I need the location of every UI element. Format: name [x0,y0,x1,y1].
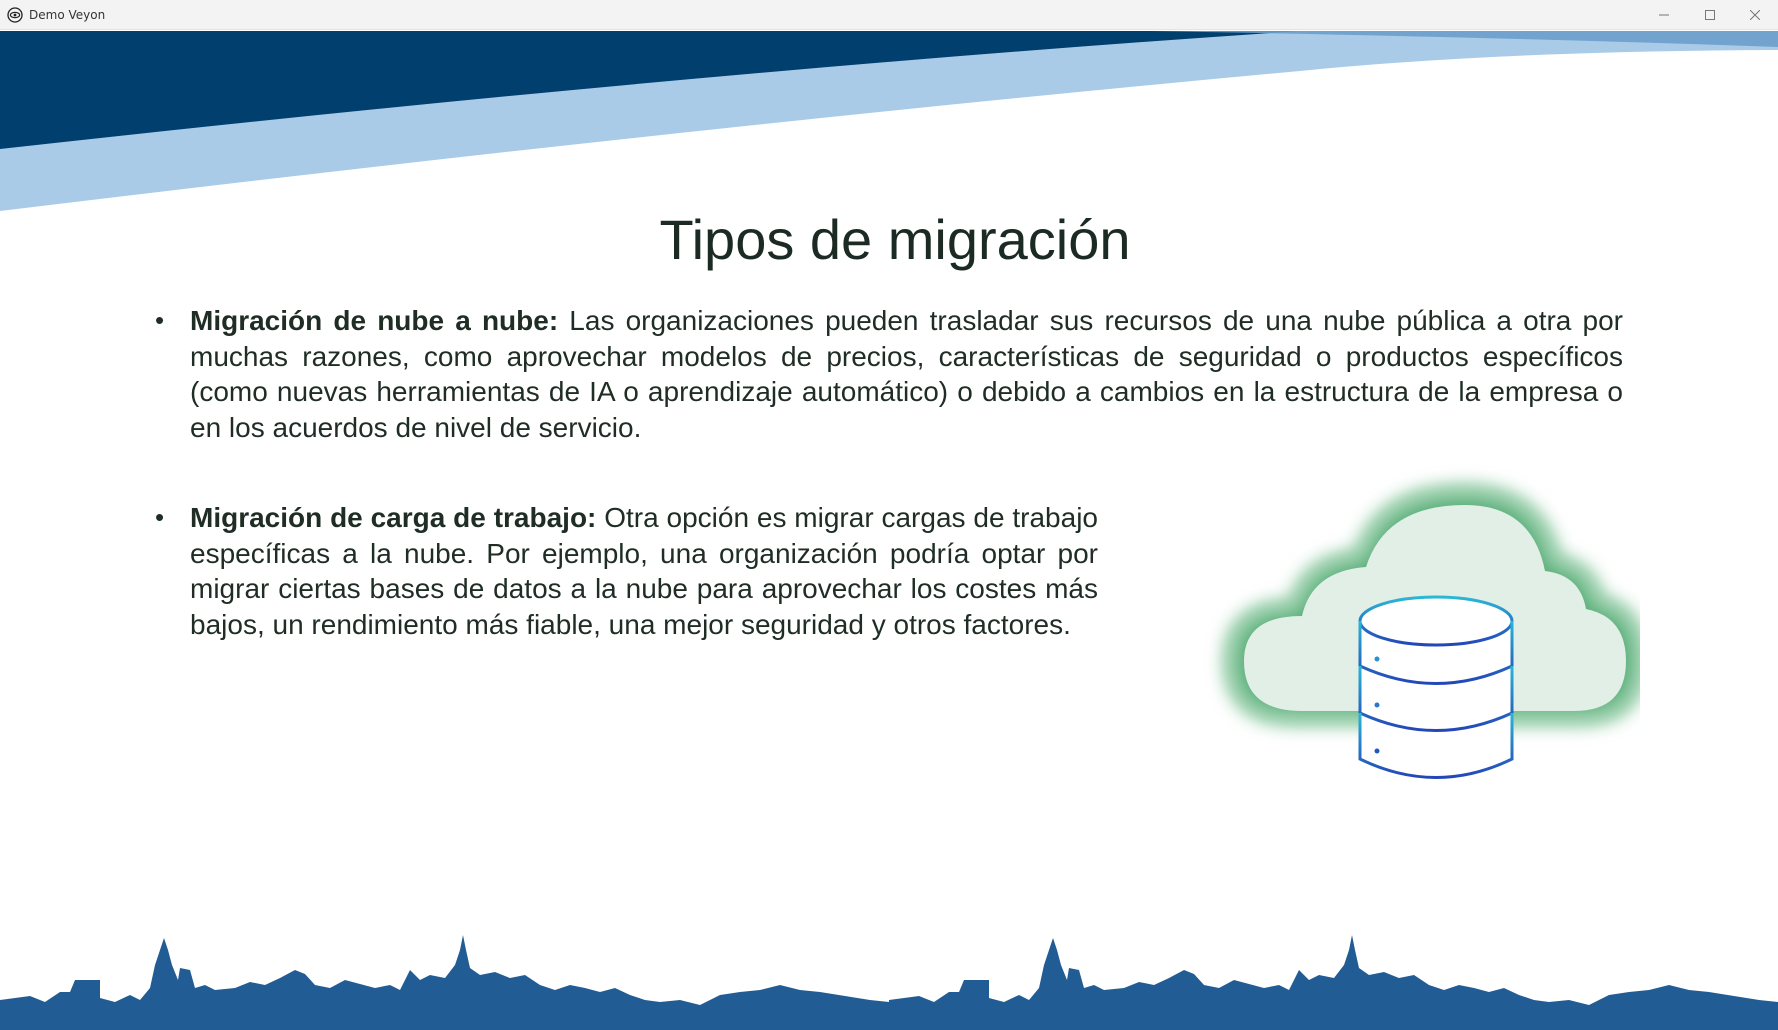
bullet-text: Las organizaciones pueden trasladar sus … [190,305,1623,443]
presentation-slide: Tipos de migración • Migración de nube a … [0,31,1778,1030]
minimize-icon [1659,14,1669,16]
cloud-database-icon [1224,485,1640,781]
bullet-heading: Migración de nube a nube: [190,305,559,336]
maximize-button[interactable] [1687,0,1733,30]
bullet-heading: Migración de carga de trabajo: [190,502,597,533]
header-banner-wave [0,31,1778,211]
city-skyline [0,935,1778,1030]
minimize-button[interactable] [1641,0,1687,30]
bullet-glyph: • [155,305,165,335]
maximize-icon [1705,10,1715,20]
slide-title: Tipos de migración [659,208,1131,271]
bullet-workload: • Migración de carga de trabajo: Otra opc… [155,500,1098,642]
bullet-cloud-to-cloud: • Migración de nube a nube: Las organizac… [155,303,1623,445]
bullet-glyph: • [155,502,165,532]
window-title: Demo Veyon [29,8,106,22]
window-titlebar[interactable]: Demo Veyon [0,0,1778,30]
bullet-text: Otra opción es migrar cargas de trabajo … [190,502,1098,640]
database-icon [1358,595,1514,781]
close-icon [1750,10,1760,20]
veyon-eye-icon [7,7,23,23]
close-button[interactable] [1732,0,1778,30]
